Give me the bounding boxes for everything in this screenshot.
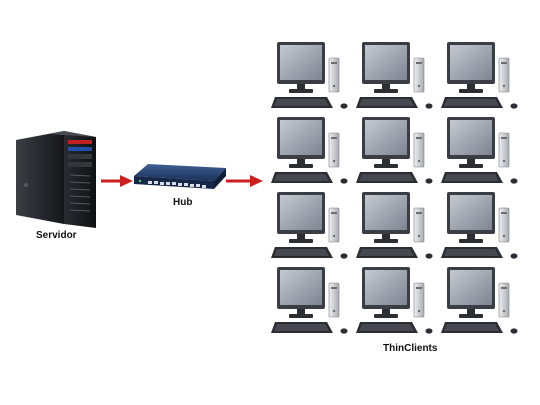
thin-client-icon bbox=[440, 191, 518, 260]
thin-client-icon bbox=[440, 41, 518, 110]
arrow-hub-to-clients bbox=[226, 175, 263, 187]
arrow-server-to-hub bbox=[101, 175, 133, 187]
hub-switch-icon bbox=[134, 164, 226, 189]
thin-client-icon bbox=[270, 266, 348, 335]
thin-client-icon bbox=[270, 41, 348, 110]
thin-client-icon bbox=[355, 41, 433, 110]
thin-client-icon bbox=[270, 191, 348, 260]
thin-client-icon bbox=[270, 116, 348, 185]
thin-clients-grid bbox=[270, 41, 518, 335]
thin-client-icon bbox=[355, 266, 433, 335]
thin-client-icon bbox=[355, 191, 433, 260]
thin-client-icon bbox=[440, 116, 518, 185]
thin-clients-label: ThinClients bbox=[383, 343, 438, 354]
thin-client-icon bbox=[355, 116, 433, 185]
server-label: Servidor bbox=[36, 230, 77, 241]
thin-client-icon bbox=[440, 266, 518, 335]
hub-label: Hub bbox=[173, 197, 193, 208]
server-tower-icon bbox=[16, 131, 96, 228]
